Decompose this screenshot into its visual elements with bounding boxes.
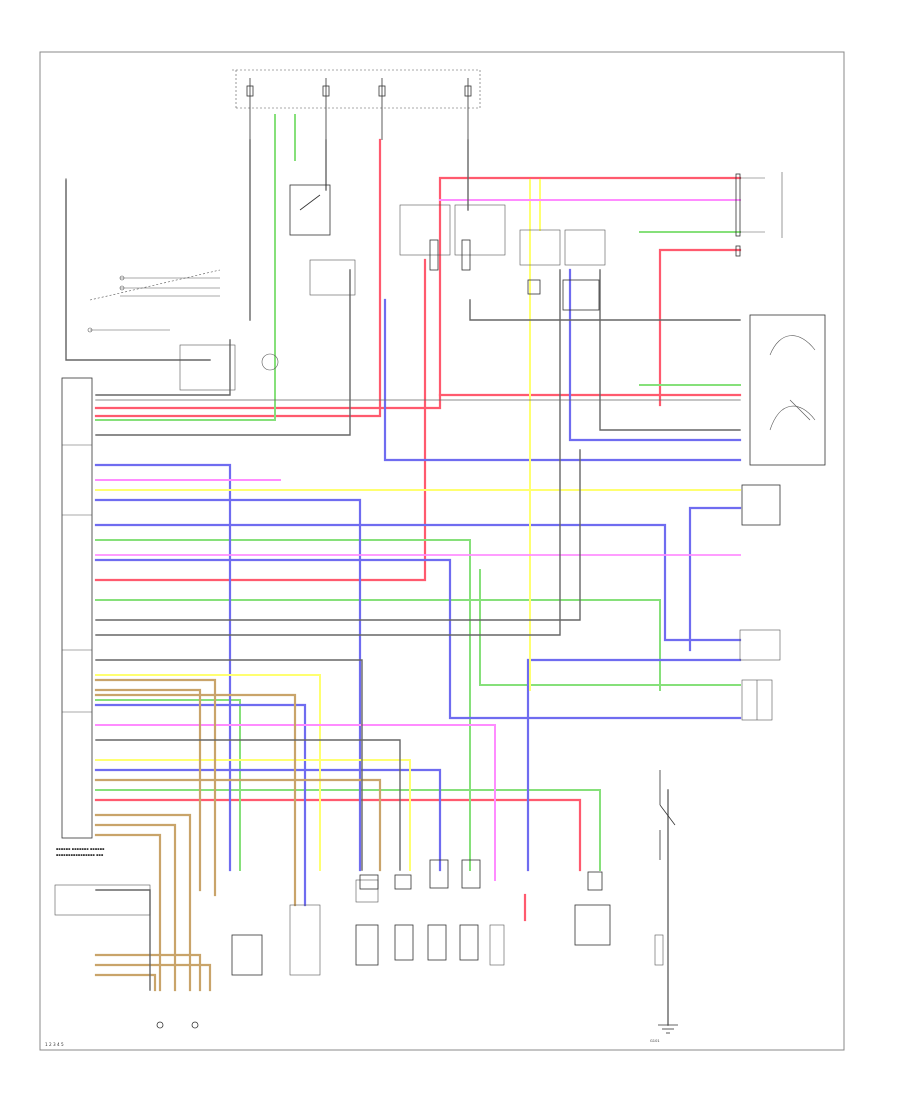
connector-bottom-1 <box>231 934 263 976</box>
wire-brown <box>94 813 192 992</box>
wire-green <box>95 699 241 871</box>
wire-blue <box>526 658 742 872</box>
wire-green <box>95 539 471 871</box>
connector-bottom-3 <box>355 879 379 903</box>
connector-bottom-4 <box>355 924 379 966</box>
svg-text:▪▪▪▪▪▪ ▪▪▪▪▪▪▪ ▪▪▪▪▪▪: ▪▪▪▪▪▪ ▪▪▪▪▪▪▪ ▪▪▪▪▪▪ <box>56 847 105 851</box>
wire-gray <box>599 269 741 431</box>
connector-bottom-6 <box>427 924 447 961</box>
wire-green <box>95 599 661 691</box>
wire-blue <box>383 298 742 462</box>
relay-center-1 <box>399 204 506 271</box>
svg-text:▪▪▪▪▪▪▪▪▪▪▪▪▪▪▪▪ ▪▪▪: ▪▪▪▪▪▪▪▪▪▪▪▪▪▪▪▪ ▪▪▪ <box>56 853 104 857</box>
wire-pink <box>95 724 496 881</box>
wire-red <box>94 258 427 582</box>
wire-gray <box>95 449 581 621</box>
wire-red <box>658 248 742 407</box>
wire-gray <box>469 299 741 321</box>
fuse-4 <box>464 78 472 140</box>
ecm-block: ▪▪▪▪▪▪ ▪▪▪▪▪▪▪ ▪▪▪▪▪▪ ▪▪▪▪▪▪▪▪▪▪▪▪▪▪▪▪ ▪… <box>56 377 105 857</box>
wire-blue <box>94 558 742 720</box>
wire-blue <box>94 463 232 872</box>
solenoid-right-1 <box>739 629 781 661</box>
fuse-2 <box>322 78 330 140</box>
wire-brown <box>94 973 157 992</box>
wire-blue <box>94 768 442 872</box>
wire-layer <box>65 114 742 1026</box>
wire-gray <box>95 339 231 396</box>
bottom-connector-row <box>231 859 611 976</box>
wire-brown <box>94 778 382 872</box>
fuse-1 <box>246 78 254 140</box>
diagram-frame <box>39 51 845 1051</box>
lower-right-switch <box>654 770 676 966</box>
wire-blue <box>688 506 742 652</box>
solenoid-right-2 <box>741 679 773 721</box>
wire-brown <box>94 823 177 992</box>
wire-blue <box>94 703 307 907</box>
connector-bottom-9 <box>574 904 611 946</box>
connector-bottom-5 <box>394 924 414 961</box>
wire-brown <box>94 693 297 907</box>
wire-green <box>95 789 601 871</box>
shift-switch-assembly <box>65 178 221 350</box>
wire-gray <box>95 739 401 871</box>
wire-brown <box>94 963 212 992</box>
connector-bottom-2 <box>289 904 321 976</box>
wire-blue <box>568 268 742 442</box>
wire-brown <box>94 688 202 892</box>
wire-blue <box>94 523 742 642</box>
transmission-range-switch <box>749 314 826 466</box>
connector-bottom-8 <box>489 924 505 966</box>
relay-box-left <box>179 344 236 391</box>
connector-bottom-7 <box>459 924 479 961</box>
footer-code: 1 2 3 4 5 <box>45 1042 64 1047</box>
wire-red <box>94 798 582 872</box>
wire-gray <box>95 269 561 636</box>
sensor-mid-left <box>289 184 331 236</box>
wire-brown <box>94 678 217 897</box>
relay-center-2 <box>519 229 606 311</box>
lower-left-plug <box>54 884 199 1029</box>
wire-brown <box>94 833 162 992</box>
speed-sensor-right <box>741 484 781 526</box>
wire-brown <box>94 953 202 992</box>
wire-gray <box>95 659 363 871</box>
wire-red <box>94 176 742 410</box>
fuse-block-top <box>232 69 481 140</box>
wire-yellow <box>95 674 321 871</box>
connector-center-left <box>261 259 356 371</box>
ground-symbol: G101 <box>650 1024 678 1043</box>
fuse-3 <box>378 78 386 140</box>
wire-red <box>94 138 382 418</box>
wire-gray <box>65 179 211 361</box>
wire-green <box>95 114 276 421</box>
right-upper-unit <box>735 172 783 257</box>
wire-green <box>479 569 741 686</box>
wire-blue <box>94 498 362 872</box>
ground-label: G101 <box>650 1039 660 1043</box>
wire-gray <box>95 269 351 436</box>
